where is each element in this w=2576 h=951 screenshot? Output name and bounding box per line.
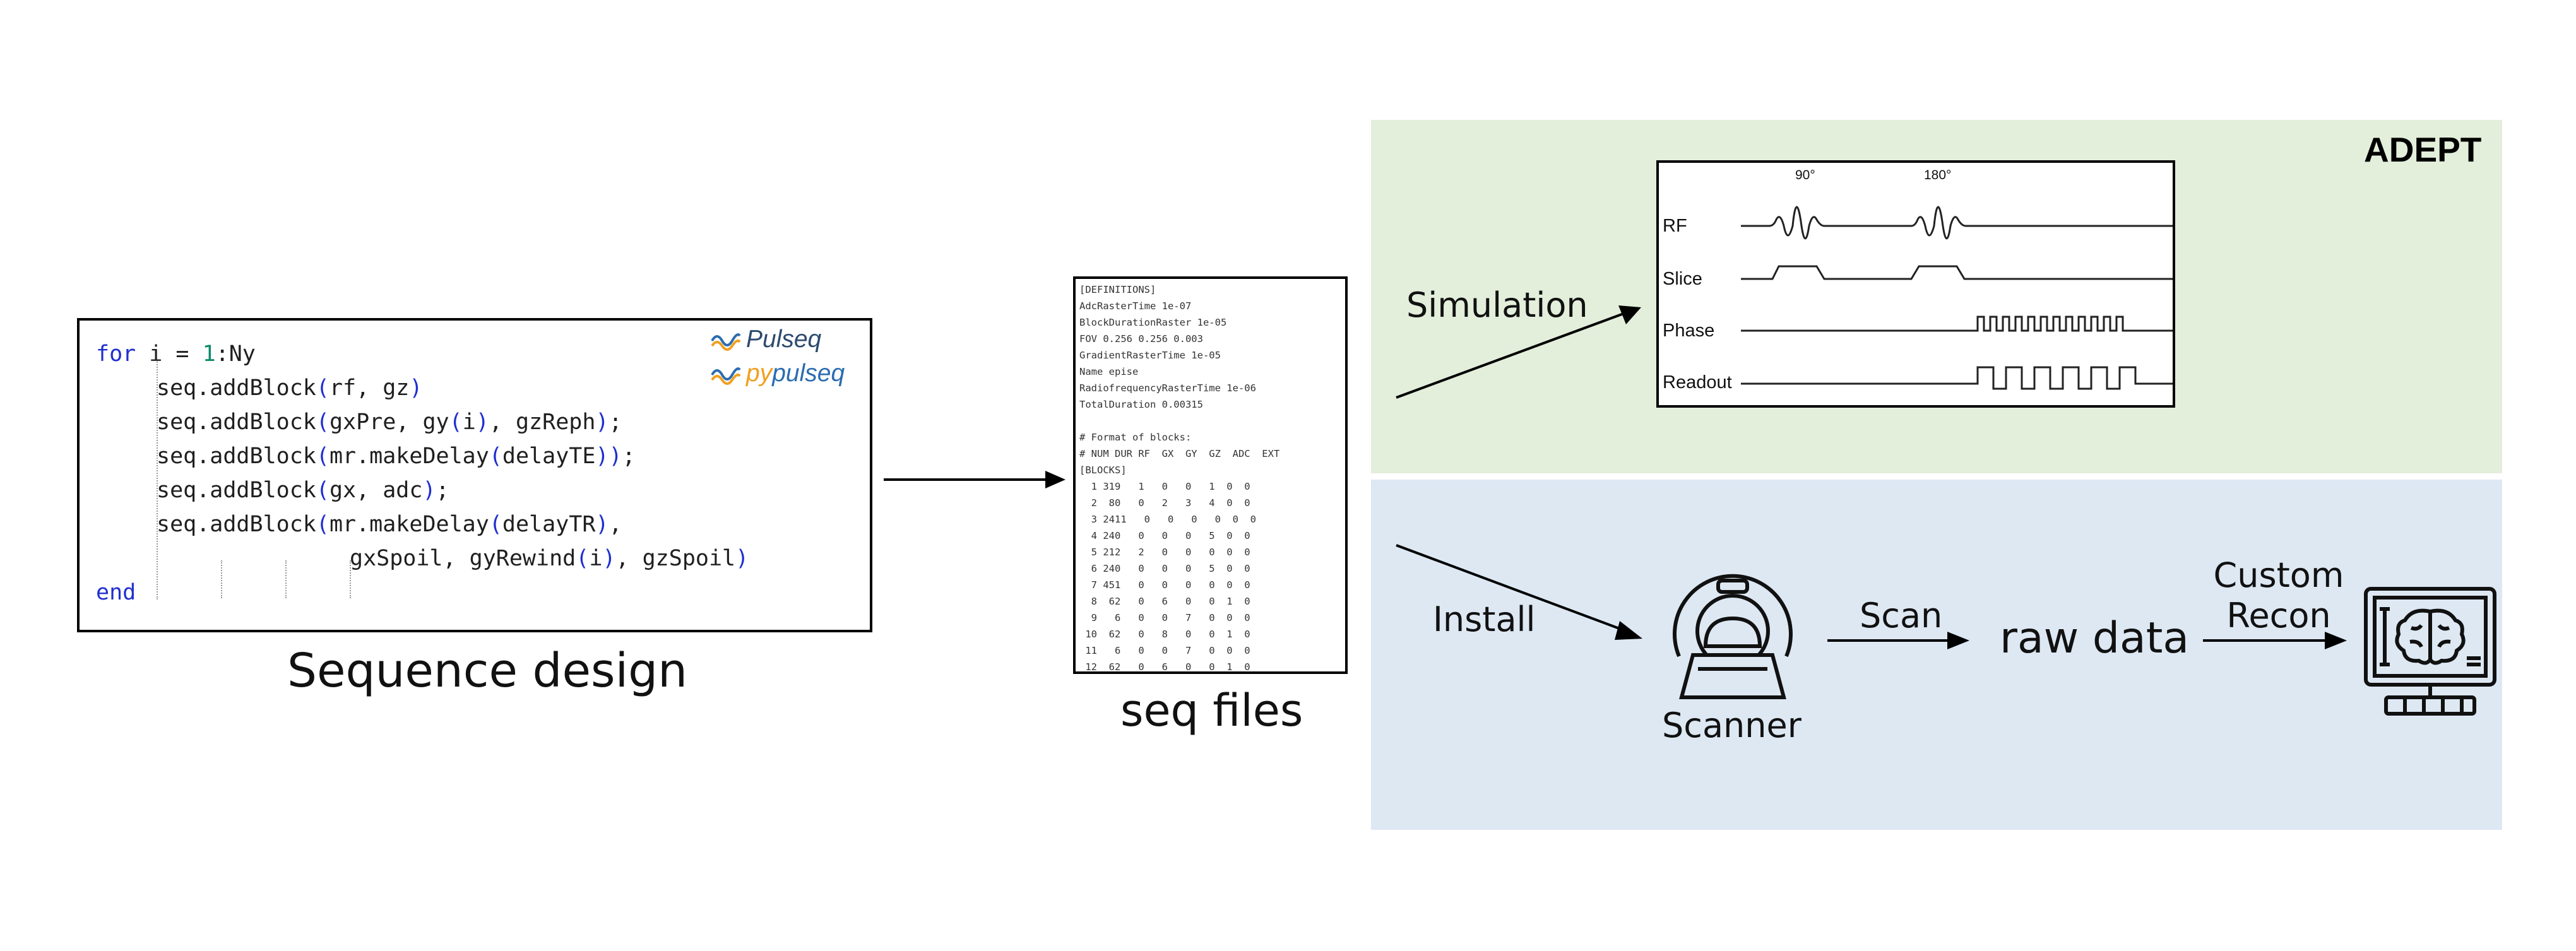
indent-guide — [221, 560, 222, 598]
seq-file-line: # NUM DUR RF GX GY GZ ADC EXT — [1079, 448, 1280, 459]
seq-file-line: AdcRasterTime 1e-07 — [1079, 300, 1192, 312]
seq-file-line: 11 6 0 0 7 0 0 0 — [1079, 645, 1250, 656]
adept-title: ADEPT — [2364, 130, 2482, 169]
mri-scanner-icon — [1673, 574, 1793, 699]
custom-recon-label: Custom Recon — [2203, 555, 2354, 636]
seq-file-line: 3 2411 0 0 0 0 0 0 — [1079, 514, 1256, 525]
seq-file-line: TotalDuration 0.00315 — [1079, 399, 1203, 410]
code-line-2: seq.addBlock(rf, gz) — [157, 375, 423, 401]
code-line-3: seq.addBlock(gxPre, gy(i), gzReph); — [157, 410, 622, 435]
seq-file-line: 7 451 0 0 0 0 0 0 — [1079, 579, 1250, 591]
seq-file-line: 2 80 0 2 3 4 0 0 — [1079, 497, 1250, 509]
code-line-5: seq.addBlock(gx, adc); — [157, 478, 449, 503]
seq-file-line: [DEFINITIONS] — [1079, 284, 1156, 295]
indent-guide — [157, 360, 158, 600]
seq-file-line: GradientRasterTime 1e-05 — [1079, 350, 1221, 361]
pulseq-logo-text: Pulseq — [746, 326, 822, 353]
seq-file-line: 6 240 0 0 0 5 0 0 — [1079, 563, 1250, 574]
pypulseq-wave-icon — [711, 367, 741, 385]
waveform-label-readout: Readout — [1663, 372, 1732, 393]
code-line-6: seq.addBlock(mr.makeDelay(delayTR), — [157, 512, 622, 537]
arrow-recon — [2203, 632, 2347, 649]
pulse-label-90: 90° — [1795, 168, 1815, 182]
arrow-code-to-seq — [884, 471, 1065, 488]
seq-file-line: 9 6 0 0 7 0 0 0 — [1079, 612, 1250, 623]
code-line-7: gxSpoil, gyRewind(i), gzSpoil) — [350, 546, 749, 571]
seq-file-line: FOV 0.256 0.256 0.003 — [1079, 333, 1203, 345]
code-line-4: seq.addBlock(mr.makeDelay(delayTE)); — [157, 444, 636, 469]
pypulseq-logo-text: pypulseq — [746, 360, 845, 387]
seq-file-line: 5 212 2 0 0 0 0 0 — [1079, 546, 1250, 558]
pulse-label-180: 180° — [1924, 168, 1952, 182]
arrow-scan — [1827, 632, 1969, 649]
seq-file-line: Name epise — [1079, 366, 1139, 377]
sequence-design-caption: Sequence design — [287, 644, 688, 698]
scan-label: Scan — [1860, 596, 1943, 635]
code-line-1: for i = 1:Ny — [96, 341, 256, 367]
pypulseq-logo: pypulseq — [711, 358, 862, 390]
code-editor-box: for i = 1:Ny seq.addBlock(rf, gz) seq.ad… — [77, 318, 872, 632]
indent-guide — [350, 560, 351, 598]
waveform-traces — [1741, 206, 2173, 390]
indent-guide — [285, 560, 287, 598]
phase-trace — [1741, 316, 2173, 332]
waveform-label-rf: RF — [1663, 216, 1687, 236]
pulseq-logo: Pulseq — [711, 324, 862, 356]
arrow-install — [1396, 544, 1642, 640]
seq-file-line: # Format of blocks: — [1079, 432, 1192, 443]
install-label: Install — [1433, 600, 1536, 639]
waveform-label-slice: Slice — [1663, 269, 1702, 289]
code-line-8: end — [96, 580, 136, 605]
seq-file-line: BlockDurationRaster 1e-05 — [1079, 317, 1227, 328]
sequence-waveform-diagram: RF Slice Phase Readout 90° 180° — [1656, 160, 2175, 408]
brain-monitor-icon — [2364, 587, 2496, 716]
simulation-label: Simulation — [1406, 285, 1588, 325]
rf-trace — [1741, 206, 2173, 240]
seq-file-line: 1 319 1 0 0 1 0 0 — [1079, 481, 1250, 492]
seq-file-line: 8 62 0 6 0 0 1 0 — [1079, 596, 1250, 607]
seq-file-line: [BLOCKS] — [1079, 464, 1127, 476]
seq-file-line: RadiofrequencyRasterTime 1e-06 — [1079, 382, 1256, 394]
deployment-panel — [1371, 480, 2502, 830]
custom-recon-line-2: Recon — [2226, 596, 2331, 635]
waveform-label-phase: Phase — [1663, 321, 1715, 341]
scanner-label: Scanner — [1662, 706, 1801, 745]
seq-files-caption: seq files — [1120, 685, 1303, 736]
seq-file-line: 12 62 0 6 0 0 1 0 — [1079, 661, 1250, 673]
seq-file-line: 4 240 0 0 0 5 0 0 — [1079, 530, 1250, 541]
arrow-simulation — [1396, 305, 1641, 399]
slice-trace — [1741, 265, 2173, 280]
readout-trace — [1741, 366, 2173, 390]
custom-recon-line-1: Custom — [2213, 555, 2344, 595]
pulseq-wave-icon — [711, 333, 741, 351]
raw-data-label: raw data — [2000, 613, 2190, 663]
seq-file-line: 10 62 0 8 0 0 1 0 — [1079, 629, 1250, 640]
